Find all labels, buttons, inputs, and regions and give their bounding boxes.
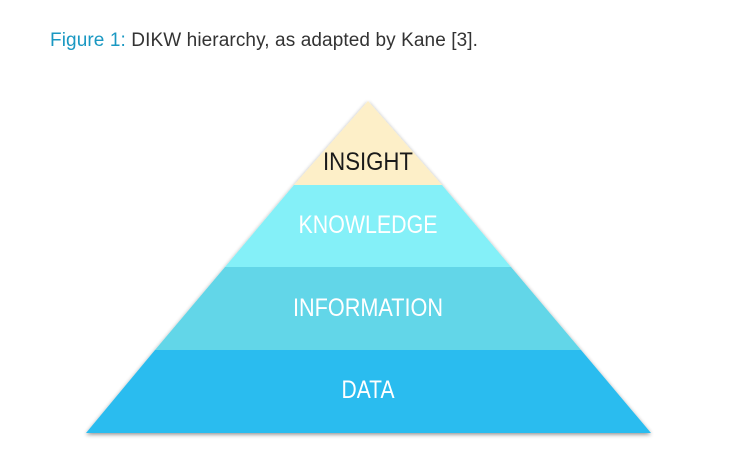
figure-caption-text: DIKW hierarchy, as adapted by Kane [3]. [125,30,479,51]
tier-information [155,267,581,350]
figure-label: Figure 1: [50,30,126,51]
tier-knowledge [225,185,511,267]
tier-information-label: INFORMATION [293,294,443,322]
tier-knowledge-label: KNOWLEDGE [299,211,438,239]
tier-data [86,350,651,433]
figure-caption: Figure 1: DIKW hierarchy, as adapted by … [50,30,478,52]
tier-insight [294,101,442,185]
tier-insight-label: INSIGHT [323,148,413,176]
tier-data-label: DATA [342,376,395,404]
